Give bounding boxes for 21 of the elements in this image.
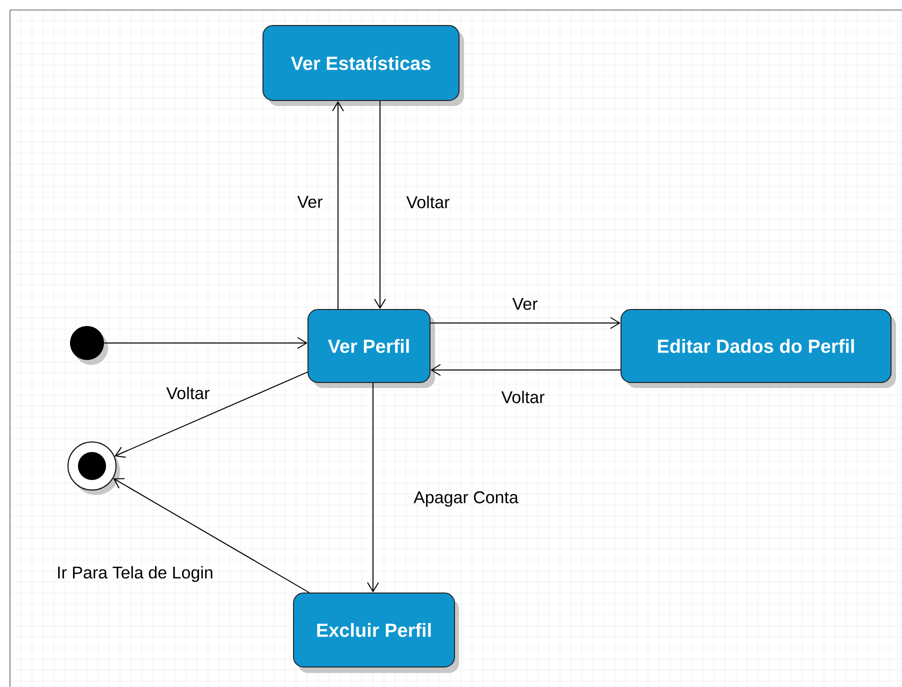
initial-state [70, 326, 108, 365]
arrow [367, 382, 379, 592]
edge-label: Voltar [501, 390, 544, 404]
edge-label: Ir Para Tela de Login [58, 566, 212, 582]
arrow [114, 372, 308, 458]
arrow [332, 101, 344, 310]
arrow [430, 364, 621, 376]
edge-label: Apagar Conta [414, 491, 518, 507]
edge-label: Ver [512, 298, 538, 310]
edge-label: Voltar [166, 386, 210, 400]
state-box: Editar Dados do Perfil [620, 309, 896, 388]
edge-label: Ver [297, 196, 322, 208]
arrow [104, 337, 308, 349]
arrow [430, 317, 620, 329]
final-state [68, 442, 120, 495]
arrow [374, 100, 386, 309]
state-box: Ver Estatísticas [262, 25, 464, 106]
edge-label: Voltar [406, 196, 450, 208]
state-box: Excluir Perfil [293, 592, 459, 673]
state-box: Ver Perfil [308, 309, 435, 388]
arrow [113, 478, 310, 593]
